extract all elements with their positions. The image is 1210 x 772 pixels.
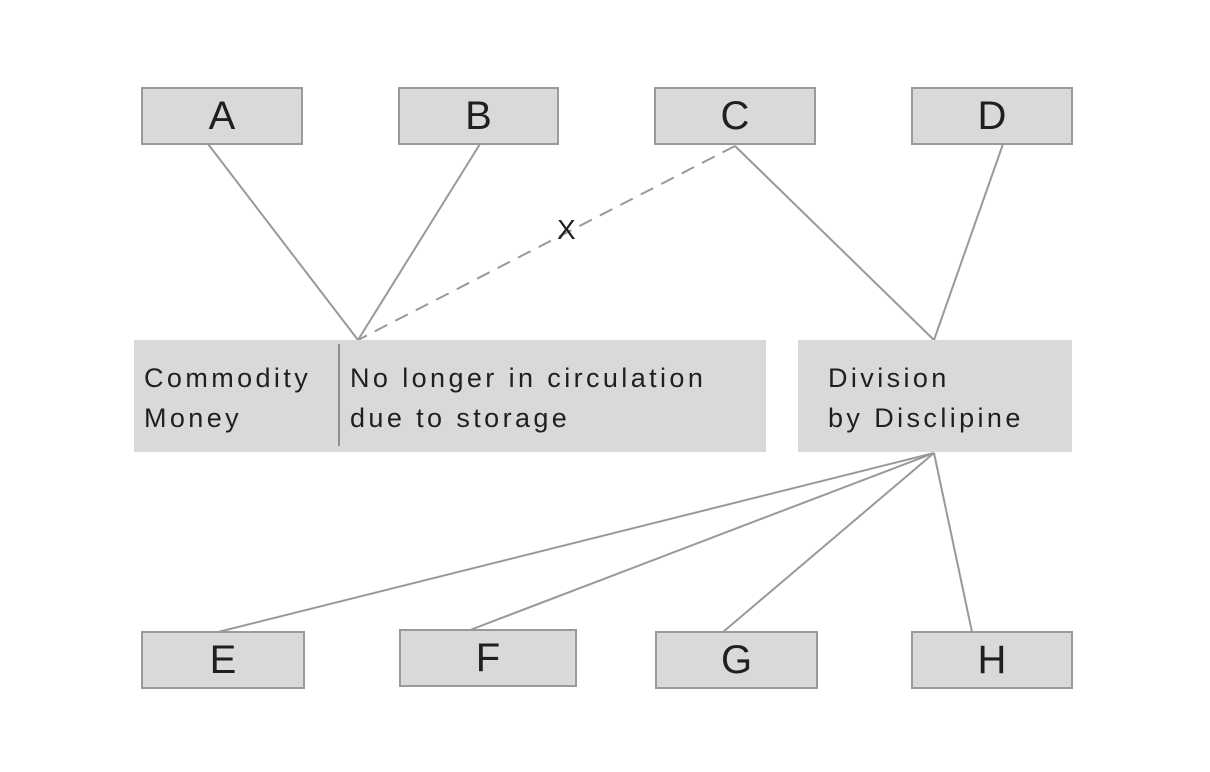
commodity-money-panel: Commodity Money No longer in circulation… xyxy=(134,340,766,452)
description-line: No longer in circulation xyxy=(350,363,707,393)
panel-divider xyxy=(338,344,340,446)
label-line: Money xyxy=(144,403,243,433)
connector-division-to-h xyxy=(933,452,973,633)
division-label: Division by Disclipine xyxy=(828,358,1024,438)
commodity-money-description: No longer in circulation due to storage xyxy=(350,358,706,438)
description-line: due to storage xyxy=(350,403,571,433)
node-b: B xyxy=(398,87,559,145)
node-f: F xyxy=(399,629,577,687)
commodity-money-label: Commodity Money xyxy=(144,358,311,438)
connector-d-to-division xyxy=(933,143,1004,341)
node-g: G xyxy=(655,631,818,689)
excluded-link-mark: X xyxy=(557,214,576,245)
connector-c-to-division xyxy=(734,145,935,341)
connector-c-to-commodity-excluded xyxy=(357,145,736,341)
node-h: H xyxy=(911,631,1073,689)
node-a: A xyxy=(141,87,303,145)
label-line: Division xyxy=(828,363,950,393)
label-line: by Disclipine xyxy=(828,403,1024,433)
connector-b-to-commodity xyxy=(357,143,481,341)
node-d: D xyxy=(911,87,1073,145)
division-by-discipline-panel: Division by Disclipine xyxy=(798,340,1072,452)
label-line: Commodity xyxy=(144,363,312,393)
node-e: E xyxy=(141,631,305,689)
node-c: C xyxy=(654,87,816,145)
connector-division-to-g xyxy=(722,452,935,633)
connector-division-to-f xyxy=(469,452,935,631)
connector-a-to-commodity xyxy=(207,143,359,341)
connector-division-to-e xyxy=(217,452,935,633)
